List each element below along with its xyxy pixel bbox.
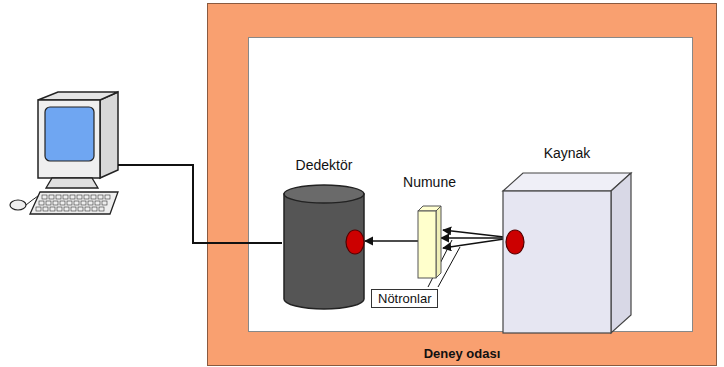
computer-icon — [10, 92, 118, 214]
keyboard — [30, 192, 118, 214]
monitor-frame — [38, 100, 100, 178]
key — [60, 201, 65, 205]
key — [70, 195, 75, 199]
cube-side — [611, 173, 631, 333]
neutron-tag: Nötronlar — [371, 289, 438, 308]
tag-text: Nötronlar — [372, 290, 437, 307]
key — [36, 207, 41, 211]
source-port — [506, 230, 524, 254]
key — [98, 195, 103, 199]
neutron-beam-arrow — [441, 237, 503, 238]
cube-front — [503, 191, 611, 333]
neutron-beam-arrow — [365, 240, 418, 241]
part-label: Kaynak — [544, 145, 591, 161]
key — [77, 195, 82, 199]
source-cube: Kaynak — [503, 173, 631, 333]
key — [49, 195, 54, 199]
key — [46, 201, 51, 205]
room-title: Deney odası — [208, 346, 716, 361]
experiment-room: Deney odasıDedektörNumuneKaynakNötronlar — [207, 3, 717, 366]
monitor-top — [38, 92, 118, 100]
sample-shape — [418, 206, 441, 278]
detector-cylinder: Dedektör — [283, 184, 365, 309]
mouse — [10, 200, 26, 210]
monitor-screen — [45, 107, 94, 161]
key — [67, 201, 72, 205]
key — [71, 207, 76, 211]
key — [85, 207, 90, 211]
key — [63, 195, 68, 199]
key — [56, 195, 61, 199]
cylinder-top — [284, 185, 364, 203]
cylinder-body — [284, 194, 364, 309]
key — [84, 195, 89, 199]
key — [81, 201, 86, 205]
monitor-stand — [46, 178, 98, 188]
key — [74, 201, 79, 205]
sample-front — [418, 211, 436, 278]
key — [99, 207, 104, 211]
mouse-cable — [26, 196, 38, 205]
key — [64, 207, 69, 211]
neutron-arrow — [443, 230, 504, 237]
sample-side — [436, 206, 441, 278]
part-label: Dedektör — [296, 157, 353, 173]
key — [53, 201, 58, 205]
key — [92, 207, 97, 211]
key — [102, 201, 107, 205]
key — [43, 207, 48, 211]
key — [78, 207, 83, 211]
source-shape — [503, 173, 631, 333]
part-label: Numune — [403, 174, 456, 190]
key — [91, 195, 96, 199]
monitor-side — [100, 92, 118, 178]
keyboard-keys — [36, 195, 110, 211]
key — [105, 195, 110, 199]
sample-bar: Numune — [418, 206, 441, 278]
key — [50, 207, 55, 211]
key — [39, 201, 44, 205]
detector-window — [346, 230, 364, 254]
key — [57, 207, 62, 211]
key — [42, 195, 47, 199]
key — [88, 201, 93, 205]
detector-shape — [283, 184, 365, 309]
key — [95, 201, 100, 205]
signal-wire — [118, 165, 282, 243]
cube-top — [503, 173, 631, 191]
